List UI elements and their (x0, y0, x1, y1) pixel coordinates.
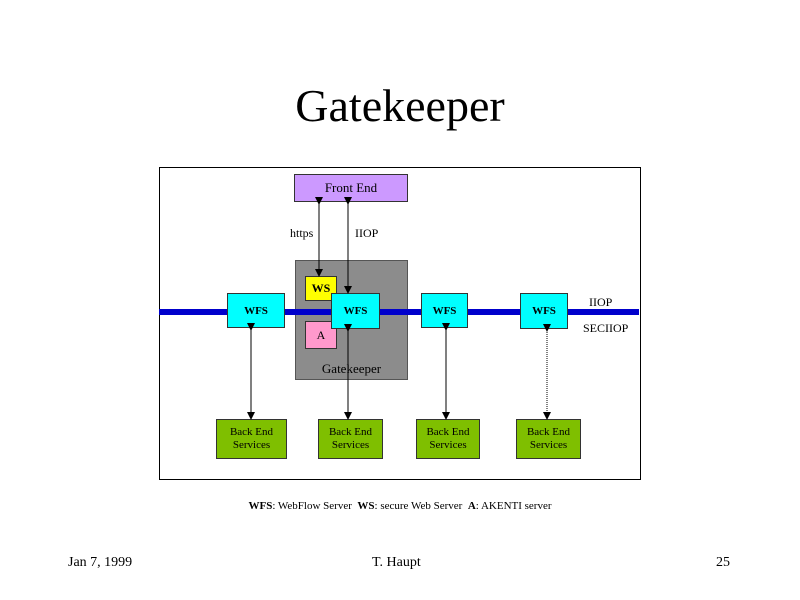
legend-wfs-desc: : WebFlow Server (272, 500, 352, 512)
legend-a-abbr: A (467, 500, 476, 512)
footer-page-number: 25 (716, 555, 730, 570)
legend-ws-abbr: WS (357, 500, 375, 512)
backend-line1: Back End (526, 426, 571, 438)
wfs-node-label: WFS (532, 305, 556, 317)
front-end-label: Front End (324, 180, 378, 195)
backend-services-2: Back End Services (318, 419, 383, 459)
ws-label: WS (311, 281, 331, 295)
wfs-node-label: WFS (244, 304, 268, 317)
backend-line2: Services (331, 439, 370, 451)
backend-services-1: Back End Services (216, 419, 287, 459)
wfs-node-label: WFS (432, 304, 457, 317)
label-seciiop: SECIIOP (583, 321, 629, 335)
backend-line1: Back End (426, 426, 470, 438)
footer-date: Jan 7, 1999 (68, 555, 133, 570)
label-https: https (290, 226, 314, 240)
backend-line2: Services (232, 439, 271, 451)
front-end-box: Front End (294, 174, 408, 202)
backend-line2: Services (529, 439, 568, 451)
label-iiop-bus: IIOP (589, 295, 613, 309)
backend-services-4: Back End Services (516, 419, 581, 459)
footer-author: T. Haupt (372, 555, 421, 570)
wfs-node-1: WFS (227, 293, 285, 328)
legend-ws-desc: : secure Web Server (374, 500, 463, 512)
backend-line1: Back End (229, 426, 274, 438)
label-iiop-front: IIOP (355, 226, 379, 240)
slide-title: Gatekeeper (295, 80, 505, 131)
legend-wfs-abbr: WFS (248, 500, 273, 512)
backend-line1: Back End (328, 426, 373, 438)
akenti-label: A (316, 327, 326, 342)
legend-caption: WFS: WebFlow Server WS: secure Web Serve… (0, 500, 800, 512)
backend-line2: Services (429, 439, 467, 451)
wfs-node-2: WFS (331, 293, 380, 329)
wfs-node-3: WFS (421, 293, 468, 328)
wfs-node-4: WFS (520, 293, 568, 329)
wfs-node-label: WFS (343, 305, 368, 317)
legend-a-desc: : AKENTI server (475, 500, 552, 512)
